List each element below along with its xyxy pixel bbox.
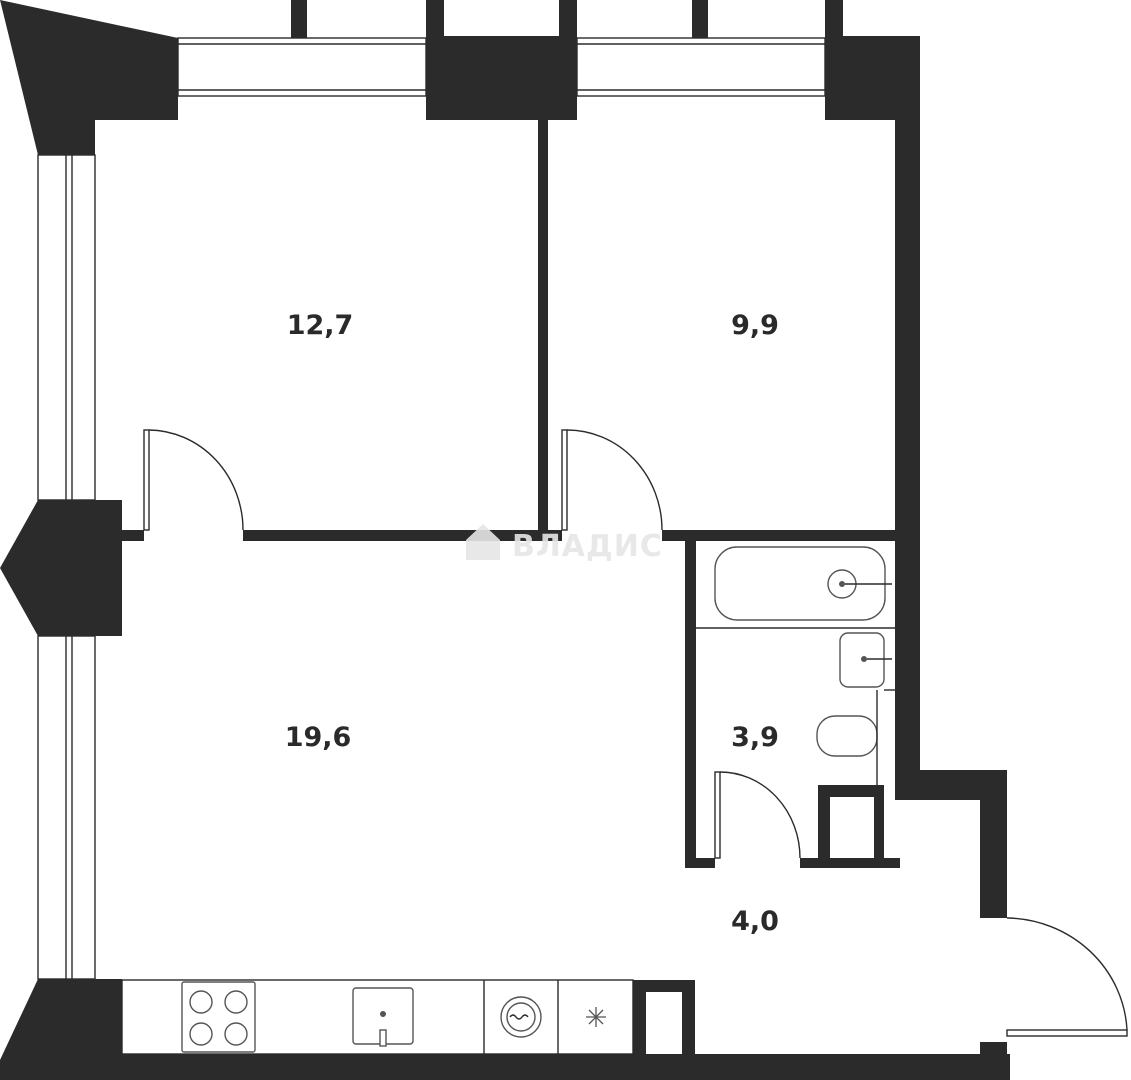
watermark-text: ВЛАДИС (512, 529, 663, 564)
watermark-house-icon (466, 524, 500, 560)
door-bedroom-2 (561, 429, 663, 531)
fridge (646, 992, 682, 1054)
room-area-bathroom: 3,9 (731, 722, 779, 753)
room-area-living-kitchen: 19,6 (285, 722, 352, 753)
room-area-bedroom-2: 9,9 (731, 310, 779, 341)
room-area-bedroom-1: 12,7 (287, 310, 354, 341)
window-top-right (576, 37, 826, 97)
doors (143, 429, 1128, 1037)
window-top-left (177, 37, 427, 97)
door-bedroom-1 (143, 429, 244, 531)
toilet (816, 715, 878, 757)
door-bathroom (714, 771, 801, 859)
watermark: ВЛАДИС (466, 524, 663, 564)
room-area-hallway: 4,0 (731, 906, 779, 937)
kitchen-counter (121, 979, 634, 1055)
walls (0, 0, 1010, 1080)
door-entrance (1006, 917, 1128, 1037)
bathroom-fixtures (696, 546, 895, 785)
dishwasher-icon (586, 1007, 606, 1027)
windows (37, 37, 826, 980)
